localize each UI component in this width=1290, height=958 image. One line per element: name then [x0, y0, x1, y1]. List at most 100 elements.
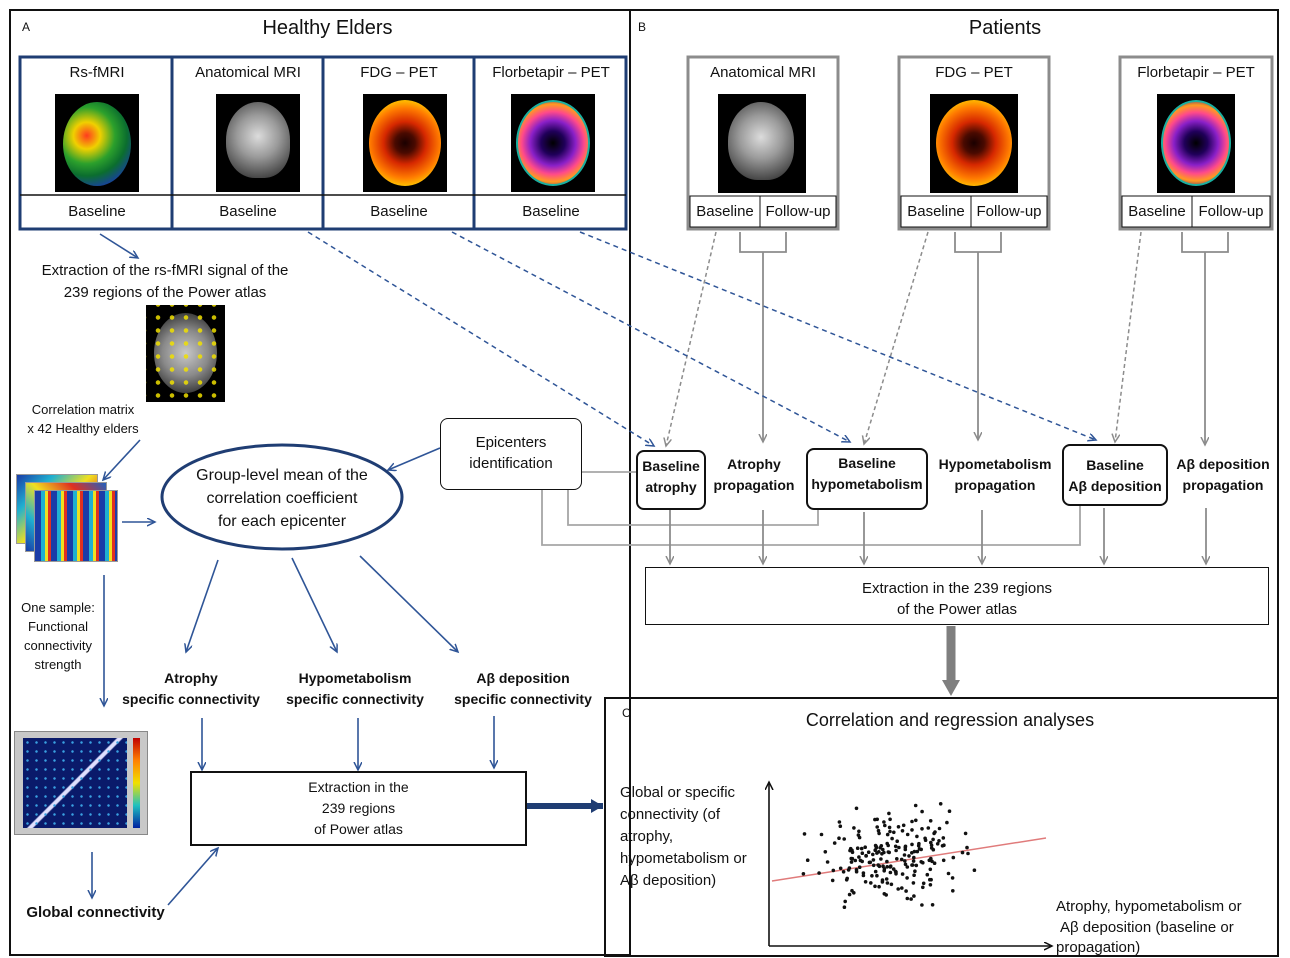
scatter-point: [935, 842, 940, 846]
corr-matrix-line2: x 42 Healthy elders: [27, 421, 139, 436]
scatter-point: [861, 871, 866, 875]
scatter-point: [937, 839, 941, 843]
scatter-point: [877, 831, 881, 836]
y-axis-label-line: Global or specific: [620, 784, 736, 801]
scatter-point: [947, 809, 952, 813]
scatter-point: [966, 851, 970, 856]
abeta-label: Aβ deposition: [476, 670, 570, 686]
scatter-point: [905, 832, 910, 837]
scatter-point: [837, 836, 841, 840]
modality-label: FDG – PET: [935, 64, 1013, 81]
followup-label: Follow-up: [976, 203, 1042, 220]
scatter-point: [909, 897, 913, 901]
scatter-point: [873, 817, 877, 822]
scatter-point: [950, 876, 955, 880]
scatter-point: [910, 828, 914, 832]
global-connectivity-matrix-image: [14, 731, 148, 835]
scatter-point: [921, 881, 926, 886]
scatter-point: [887, 811, 891, 816]
scatter-point: [884, 893, 888, 897]
scatter-point: [819, 832, 824, 837]
scatter-point: [869, 881, 873, 885]
scatter-point: [905, 876, 909, 880]
scatter-points: [801, 802, 977, 909]
scatter-point: [933, 830, 937, 834]
scatter-point: [843, 899, 847, 904]
scatter-point: [892, 830, 896, 835]
scatter-point: [832, 841, 837, 845]
scatter-point: [921, 860, 925, 865]
scatter-point: [897, 845, 901, 850]
scatter-point: [930, 903, 935, 907]
epicenters-line1: Epicenters: [475, 434, 547, 451]
panel-c-border: [604, 697, 1279, 957]
scatter-point: [902, 853, 907, 857]
scatter-point: [888, 865, 893, 869]
scatter-point: [910, 863, 914, 867]
scatter-point: [879, 857, 883, 861]
scatter-point: [931, 847, 936, 852]
scatter-point: [901, 823, 906, 828]
one-sample-line: One sample:: [21, 600, 95, 615]
scatter-point: [838, 824, 843, 828]
scatter-point: [891, 867, 896, 871]
x-axis-label-line: Aβ deposition (baseline or: [1060, 919, 1234, 936]
scatter-point: [871, 863, 876, 868]
scatter-point: [841, 870, 846, 874]
scatter-point: [932, 861, 937, 865]
scatter-point: [860, 851, 865, 855]
scatter-point: [912, 873, 916, 877]
scatter-point: [802, 832, 807, 836]
scatter-point: [929, 856, 933, 861]
baseline-atrophy-line: atrophy: [645, 479, 697, 495]
scatter-point: [805, 858, 810, 862]
scatter-point: [951, 889, 955, 893]
scatter-point: [848, 848, 852, 853]
baseline-hypometabolism-line: hypometabolism: [811, 476, 923, 492]
scatter-point: [877, 850, 881, 854]
scatter-point: [907, 854, 911, 858]
modality-label: Rs-fMRI: [69, 64, 125, 81]
scatter-point: [931, 837, 935, 842]
trend-line: [771, 837, 1047, 882]
followup-label: Follow-up: [1198, 203, 1264, 220]
scatter-point: [914, 863, 919, 868]
atrophy-label: Atrophy: [164, 670, 218, 686]
scatter-point: [965, 845, 969, 850]
hypometabolism-label: Hypometabolism: [298, 670, 412, 686]
scatter-point: [928, 877, 932, 882]
scatter-point: [911, 881, 916, 885]
atrophy-propagation-line: propagation: [713, 477, 795, 493]
modality-label: Florbetapir – PET: [492, 64, 610, 81]
scatter-point: [896, 887, 900, 891]
group-level-line1: Group-level mean of the: [196, 467, 368, 484]
scatter-point: [928, 819, 933, 823]
y-axis-label-line: connectivity (of: [620, 806, 721, 823]
scatter-point: [903, 862, 908, 867]
scatter-point: [881, 847, 885, 852]
scatter-point: [900, 829, 905, 833]
scatter-point: [951, 855, 956, 860]
scatter-point: [904, 889, 908, 893]
baseline-label: Baseline: [68, 203, 126, 220]
scatter-point: [912, 849, 917, 854]
baseline-abeta-line: Aβ deposition: [1068, 478, 1162, 494]
panel-c-title: Correlation and regression analyses: [805, 710, 1095, 730]
scatter-point: [963, 831, 968, 836]
scatter-point: [937, 826, 942, 831]
scatter-point: [938, 802, 943, 806]
scatter-point: [929, 840, 933, 845]
scatter-point: [861, 873, 866, 878]
scatter-point: [900, 886, 904, 890]
scatter-point: [885, 865, 889, 869]
atrophy-propagation-line: Atrophy: [727, 456, 781, 472]
scatter-point: [871, 858, 876, 862]
followup-label: Follow-up: [765, 203, 831, 220]
scatter-point: [883, 823, 887, 828]
one-sample-line: Functional: [28, 619, 88, 634]
y-axis-label-line: Aβ deposition): [620, 872, 717, 889]
scatter-point: [886, 843, 890, 848]
scatter-point: [960, 850, 965, 855]
scatter-point: [846, 868, 851, 872]
